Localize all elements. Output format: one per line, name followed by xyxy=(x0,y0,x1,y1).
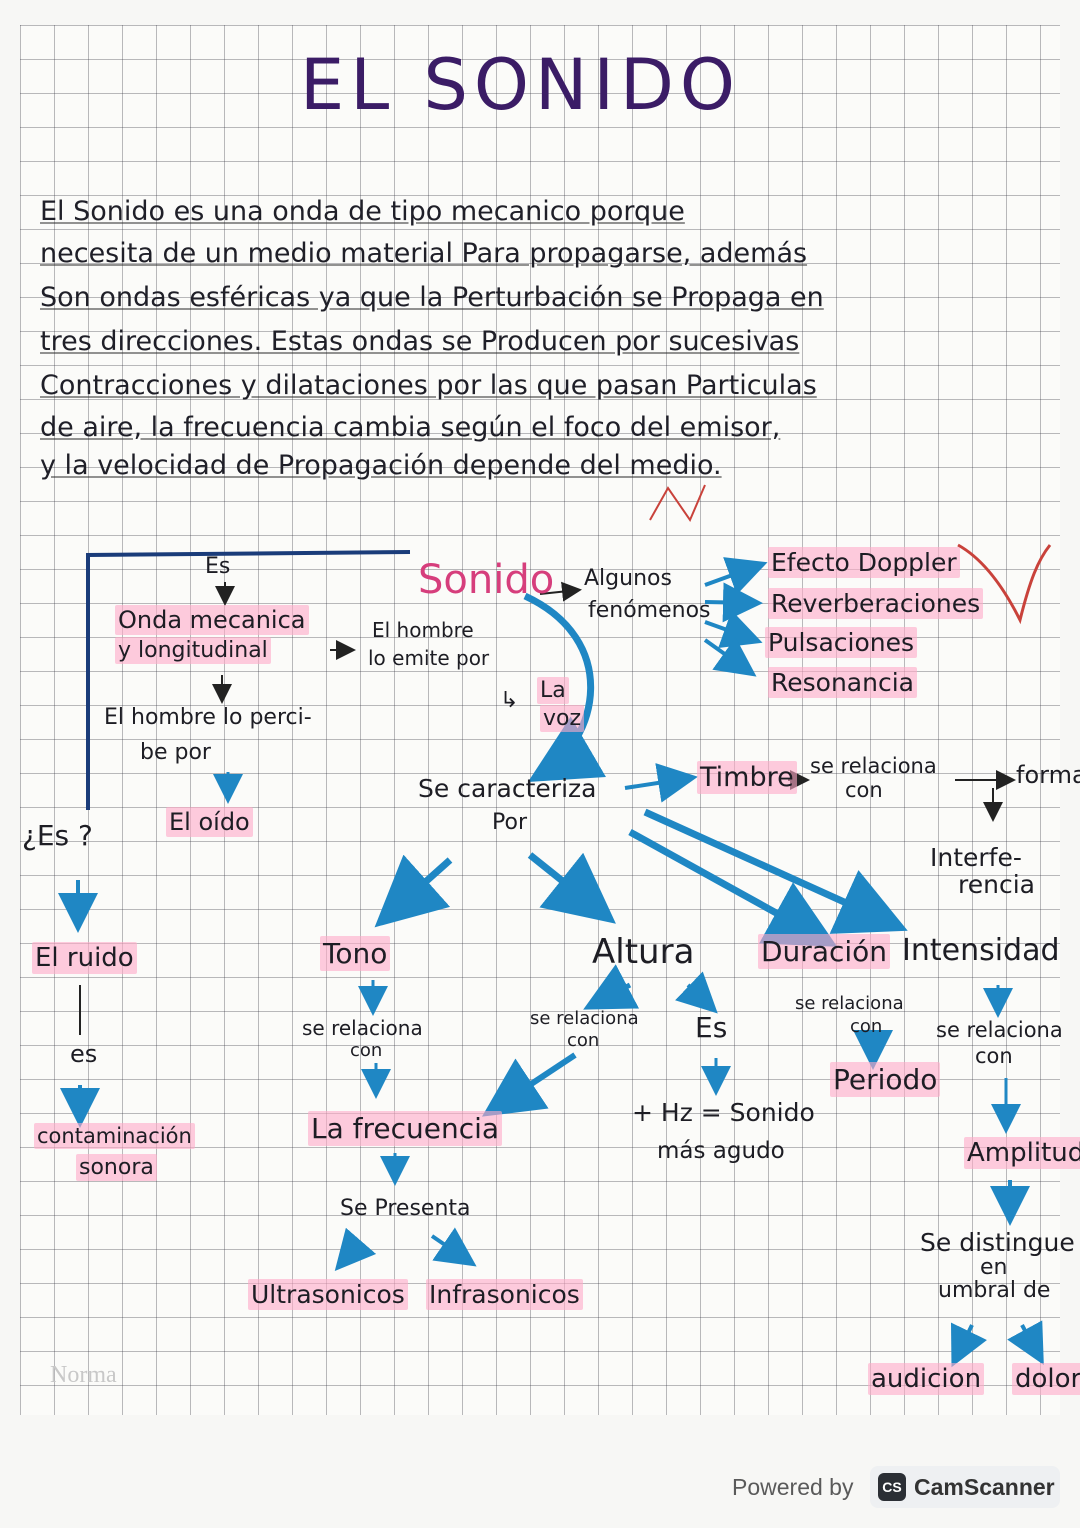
label-altura-es: Es xyxy=(695,1011,728,1044)
powered-by-label: Powered by xyxy=(732,1474,854,1500)
node-audicion: audicion xyxy=(868,1363,985,1395)
node-altura: Altura xyxy=(592,932,695,972)
label-distingue-2: en xyxy=(980,1255,1008,1280)
label-percibe-2: be por xyxy=(140,740,211,765)
paragraph-line-5: Contracciones y dilataciones por las que… xyxy=(40,370,817,401)
node-pulsaciones: Pulsaciones xyxy=(765,627,918,658)
node-sonido: Sonido xyxy=(418,557,555,603)
node-infrasonicos: Infrasonicos xyxy=(426,1279,583,1310)
label-fenomenos-1: Algunos xyxy=(584,566,672,591)
camscanner-logo: CS CamScanner xyxy=(870,1466,1060,1508)
label-intensidad-rel-2: con xyxy=(975,1044,1013,1068)
label-altura-rel-1: se relaciona xyxy=(530,1008,639,1029)
label-pregunta: ¿Es ? xyxy=(22,819,93,852)
node-oido: El oído xyxy=(166,807,253,837)
node-timbre: Timbre xyxy=(697,761,797,794)
paragraph-line-2: necesita de un medio material Para propa… xyxy=(40,238,808,269)
arrow-voz: ↳ xyxy=(500,688,519,713)
node-ruido: El ruido xyxy=(32,942,137,974)
node-tono: Tono xyxy=(320,936,391,971)
node-interferencia-1: Interfe- xyxy=(930,843,1022,872)
node-frecuencia: La frecuencia xyxy=(308,1111,503,1146)
label-duracion-rel-2: con xyxy=(850,1016,883,1037)
node-hz-sonido: + Hz = Sonido xyxy=(632,1098,815,1127)
label-fenomenos-2: fenómenos xyxy=(588,598,711,623)
node-dolor: dolor xyxy=(1012,1363,1080,1395)
node-onda-longitudinal: y longitudinal xyxy=(115,637,271,664)
paragraph-line-6: de aire, la frecuencia cambia según el f… xyxy=(40,412,781,443)
paragraph-line-4: tres direcciones. Estas ondas se Produce… xyxy=(40,326,800,357)
label-intensidad-rel-1: se relaciona xyxy=(936,1018,1063,1042)
node-voz-1: La xyxy=(537,677,569,704)
label-tono-rel-2: con xyxy=(350,1040,383,1061)
node-interferencia-2: rencia xyxy=(958,870,1035,899)
label-emite-1: El hombre xyxy=(372,618,474,642)
node-mas-agudo: más agudo xyxy=(657,1138,785,1164)
page-title: EL SONIDO xyxy=(300,44,742,126)
node-onda-mecanica: Onda mecanica xyxy=(115,605,309,635)
node-reverberaciones: Reverberaciones xyxy=(768,588,984,619)
label-caracteriza-1: Se caracteriza xyxy=(418,774,597,803)
label-distingue-1: Se distingue xyxy=(920,1228,1075,1257)
label-es-2: es xyxy=(70,1040,98,1068)
paragraph-line-7: y la velocidad de Propagación depende de… xyxy=(40,450,722,481)
label-altura-rel-2: con xyxy=(567,1030,600,1051)
label-percibe-1: El hombre lo perci- xyxy=(104,705,312,730)
label-tono-rel-1: se relaciona xyxy=(302,1016,423,1040)
notebook-watermark: Norma xyxy=(50,1362,117,1388)
node-voz-2: voz xyxy=(540,705,585,732)
label-es: Es xyxy=(205,554,231,579)
paragraph-line-1: El Sonido es una onda de tipo mecanico p… xyxy=(40,196,685,227)
label-duracion-rel-1: se relaciona xyxy=(795,993,904,1014)
node-periodo: Periodo xyxy=(830,1062,941,1097)
node-resonancia: Resonancia xyxy=(768,667,917,698)
label-caracteriza-2: Por xyxy=(492,810,527,835)
label-se-presenta: Se Presenta xyxy=(340,1196,471,1221)
label-emite-2: lo emite por xyxy=(368,646,490,670)
camscanner-icon: CS xyxy=(878,1473,906,1501)
camscanner-brand: CamScanner xyxy=(914,1473,1055,1500)
label-timbre-rel-2: con xyxy=(845,778,883,802)
node-amplitud: Amplitud xyxy=(964,1137,1080,1169)
label-timbre-rel-1: se relaciona xyxy=(810,754,937,778)
node-contaminacion-2: sonora xyxy=(76,1154,157,1181)
node-contaminacion-1: contaminación xyxy=(34,1123,195,1149)
paragraph-line-3: Son ondas esféricas ya que la Perturbaci… xyxy=(40,282,824,313)
node-intensidad: Intensidad xyxy=(902,933,1060,968)
node-forma: forma xyxy=(1016,761,1080,789)
node-ultrasonicos: Ultrasonicos xyxy=(248,1279,408,1310)
node-efecto-doppler: Efecto Doppler xyxy=(768,547,960,578)
label-distingue-3: umbral de xyxy=(938,1278,1051,1303)
node-duracion: Duración xyxy=(758,934,891,969)
